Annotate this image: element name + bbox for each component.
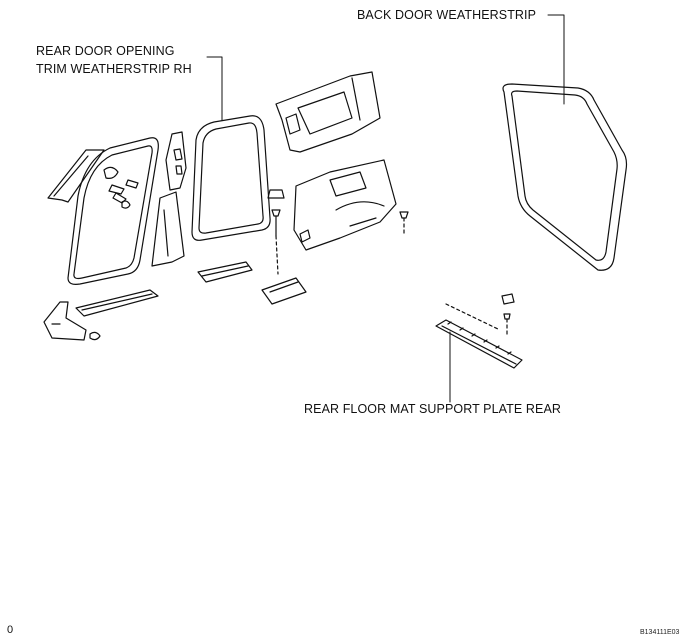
- cowl-side-trim: [43, 301, 101, 341]
- label-rear-floor-mat-support-plate: REAR FLOOR MAT SUPPORT PLATE REAR: [304, 402, 562, 416]
- front-door-scuff-plate: [75, 289, 159, 317]
- center-pillar-upper-garnish: [165, 131, 187, 191]
- label-rear-door-opening-line2: TRIM WEATHERSTRIP RH: [36, 62, 192, 76]
- front-door-weatherstrip: [67, 137, 159, 285]
- back-door-weatherstrip-leader: [547, 14, 565, 105]
- rear-floor-mat-support-plate: [435, 303, 523, 369]
- center-pillar-lower-garnish: [151, 191, 185, 267]
- figure-code: B134111E03: [640, 629, 680, 636]
- label-back-door-weatherstrip: BACK DOOR WEATHERSTRIP: [357, 8, 537, 22]
- front-pillar-garnish: [47, 149, 105, 203]
- rear-door-weatherstrip: [191, 115, 271, 241]
- page-mark: 0: [7, 624, 14, 636]
- rear-door-scuff-plate: [197, 261, 253, 283]
- clips-front: [103, 166, 139, 209]
- back-door-weatherstrip: [502, 83, 628, 271]
- quarter-trim-lower-panel: [293, 159, 397, 251]
- screw-and-clip-plate: [501, 293, 515, 335]
- quarter-trim-upper-panel: [275, 71, 381, 153]
- clip-and-screw-quarter: [267, 189, 409, 275]
- rear-door-weatherstrip-leader: [206, 56, 223, 121]
- label-rear-door-opening-line1: REAR DOOR OPENING: [36, 44, 175, 58]
- rear-floor-plate: [261, 277, 307, 305]
